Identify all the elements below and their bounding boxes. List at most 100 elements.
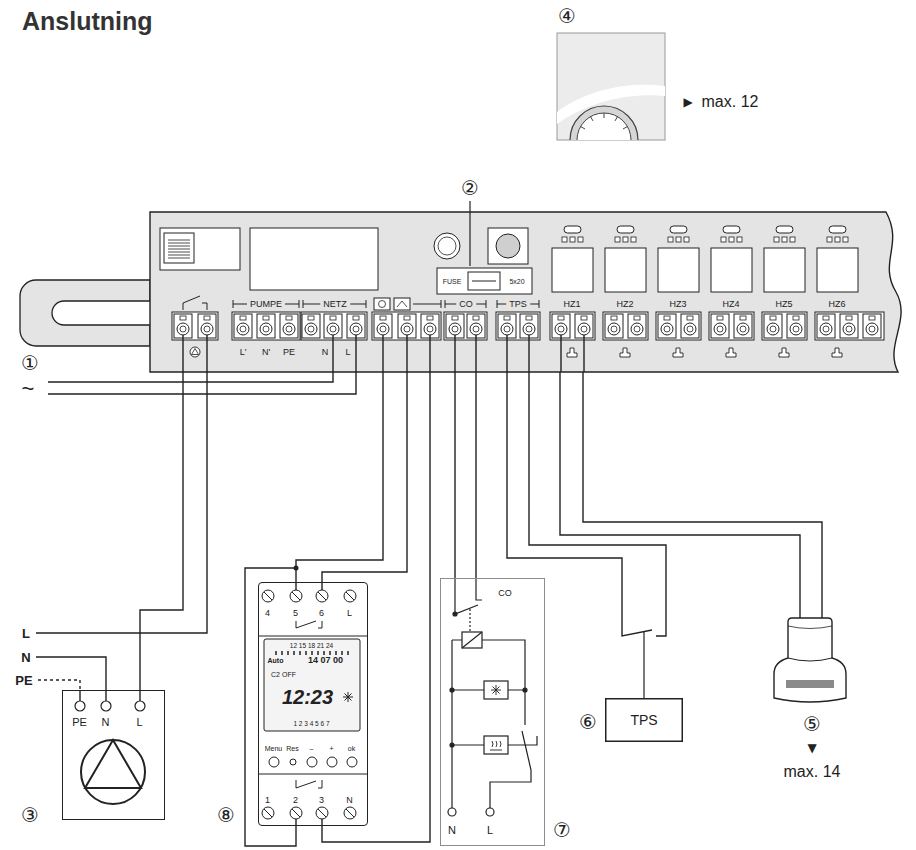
timer-detail <box>258 636 368 774</box>
zone-name: HZ5 <box>775 300 792 309</box>
ac-symbol: ~ <box>22 378 35 400</box>
day-scale: 1 2 3 4 5 6 7 <box>293 720 329 727</box>
network-jack <box>164 233 194 263</box>
screw-terminal <box>817 314 835 338</box>
display-state: C2 OFF <box>271 670 296 677</box>
valve-actuator-part <box>788 626 832 629</box>
title: Anslutning <box>22 9 153 34</box>
timer-detail <box>262 590 274 602</box>
knob <box>488 228 528 264</box>
callout-number: ⑧ <box>217 805 235 825</box>
zone-relay <box>711 226 752 292</box>
supply-wire <box>36 372 207 690</box>
thermostat <box>557 85 665 140</box>
terminal-block <box>709 312 754 340</box>
co-schematic <box>486 808 494 816</box>
zone-name: HZ3 <box>669 300 686 309</box>
mode-icon <box>379 301 386 308</box>
zone-name: HZ4 <box>722 300 739 309</box>
zone-name: HZ6 <box>828 300 845 309</box>
callout-number: ⑦ <box>553 820 571 840</box>
mode-icon <box>374 298 410 310</box>
actuator-icon <box>620 348 630 357</box>
terminal-name: PE <box>283 348 295 357</box>
timer-detail <box>258 582 368 826</box>
fuse-holder <box>472 281 496 282</box>
co-schematic <box>452 689 525 690</box>
fuse-holder <box>437 268 532 294</box>
co-schematic <box>450 743 454 747</box>
co-schematic <box>469 609 470 632</box>
terminal-name: N <box>448 825 456 836</box>
screw-terminal <box>681 314 699 338</box>
screw-terminal <box>446 314 464 338</box>
knob <box>488 228 528 264</box>
pump-icon <box>190 347 200 357</box>
terminal-block <box>444 312 487 340</box>
co-schematic <box>452 640 525 808</box>
screw-terminal <box>863 314 881 338</box>
wire-name: PE <box>15 674 32 687</box>
screw-terminal <box>347 314 365 338</box>
co-schematic <box>491 685 501 695</box>
tps-sensor-part <box>643 632 644 698</box>
terminal-block <box>550 312 595 340</box>
thermostat <box>570 106 638 140</box>
timer-detail <box>347 757 357 767</box>
network-jack <box>168 240 190 258</box>
terminal-number: 1 <box>265 795 270 804</box>
screw-terminal <box>520 314 538 338</box>
co-schematic <box>484 681 508 699</box>
pump-symbol <box>81 740 145 804</box>
group-bracket <box>233 300 299 308</box>
fuse-size: 5x20 <box>506 278 527 285</box>
wire <box>322 372 430 842</box>
actuator-icon <box>779 348 789 357</box>
terminal-name: PE <box>72 716 87 727</box>
co-schematic <box>523 688 527 692</box>
screw-terminal <box>840 314 858 338</box>
screw-terminal <box>302 314 320 338</box>
wire <box>529 372 666 620</box>
display-time: 12:23 <box>282 687 333 707</box>
fuse-label: FUSE <box>440 278 465 285</box>
button-label: + <box>329 744 333 751</box>
terminal-name: N <box>102 716 110 727</box>
actuator-icon <box>673 348 683 357</box>
mode-icon <box>397 301 407 307</box>
timer-detail <box>262 807 274 819</box>
mode-icon <box>374 298 390 310</box>
zone-name: HZ1 <box>563 300 580 309</box>
actuator-icon <box>832 348 842 357</box>
screw-terminal <box>174 314 881 338</box>
button-label: Res <box>286 744 298 751</box>
wire <box>296 372 383 582</box>
screw-terminal <box>257 314 275 338</box>
terminal-block <box>603 312 648 340</box>
housing-fill <box>150 212 901 372</box>
screw-terminal <box>787 314 805 338</box>
tps-sensor-part <box>622 620 652 636</box>
group-bracket <box>303 300 366 308</box>
valve-actuator-part <box>786 680 834 688</box>
callout-number: ② <box>461 178 479 198</box>
screw-terminal <box>234 314 252 338</box>
thermostat <box>557 33 665 174</box>
group-bracket <box>183 296 207 310</box>
callout-number: ① <box>21 353 39 373</box>
max-count: max. 14 <box>784 764 841 780</box>
mains-wire <box>48 372 356 394</box>
terminal-number: 4 <box>265 608 270 617</box>
timer-detail <box>327 757 337 767</box>
pump-symbol <box>85 740 141 788</box>
group-bracket <box>413 300 441 308</box>
screw-terminal <box>605 314 623 338</box>
terminal-group-name: TPS <box>506 300 530 309</box>
bridge-wire <box>245 568 296 846</box>
mounting-rail <box>20 280 150 346</box>
terminal-block <box>656 312 701 340</box>
arrow-symbol: ▶ <box>683 96 692 108</box>
button <box>434 233 460 259</box>
fuse-holder <box>437 268 532 294</box>
